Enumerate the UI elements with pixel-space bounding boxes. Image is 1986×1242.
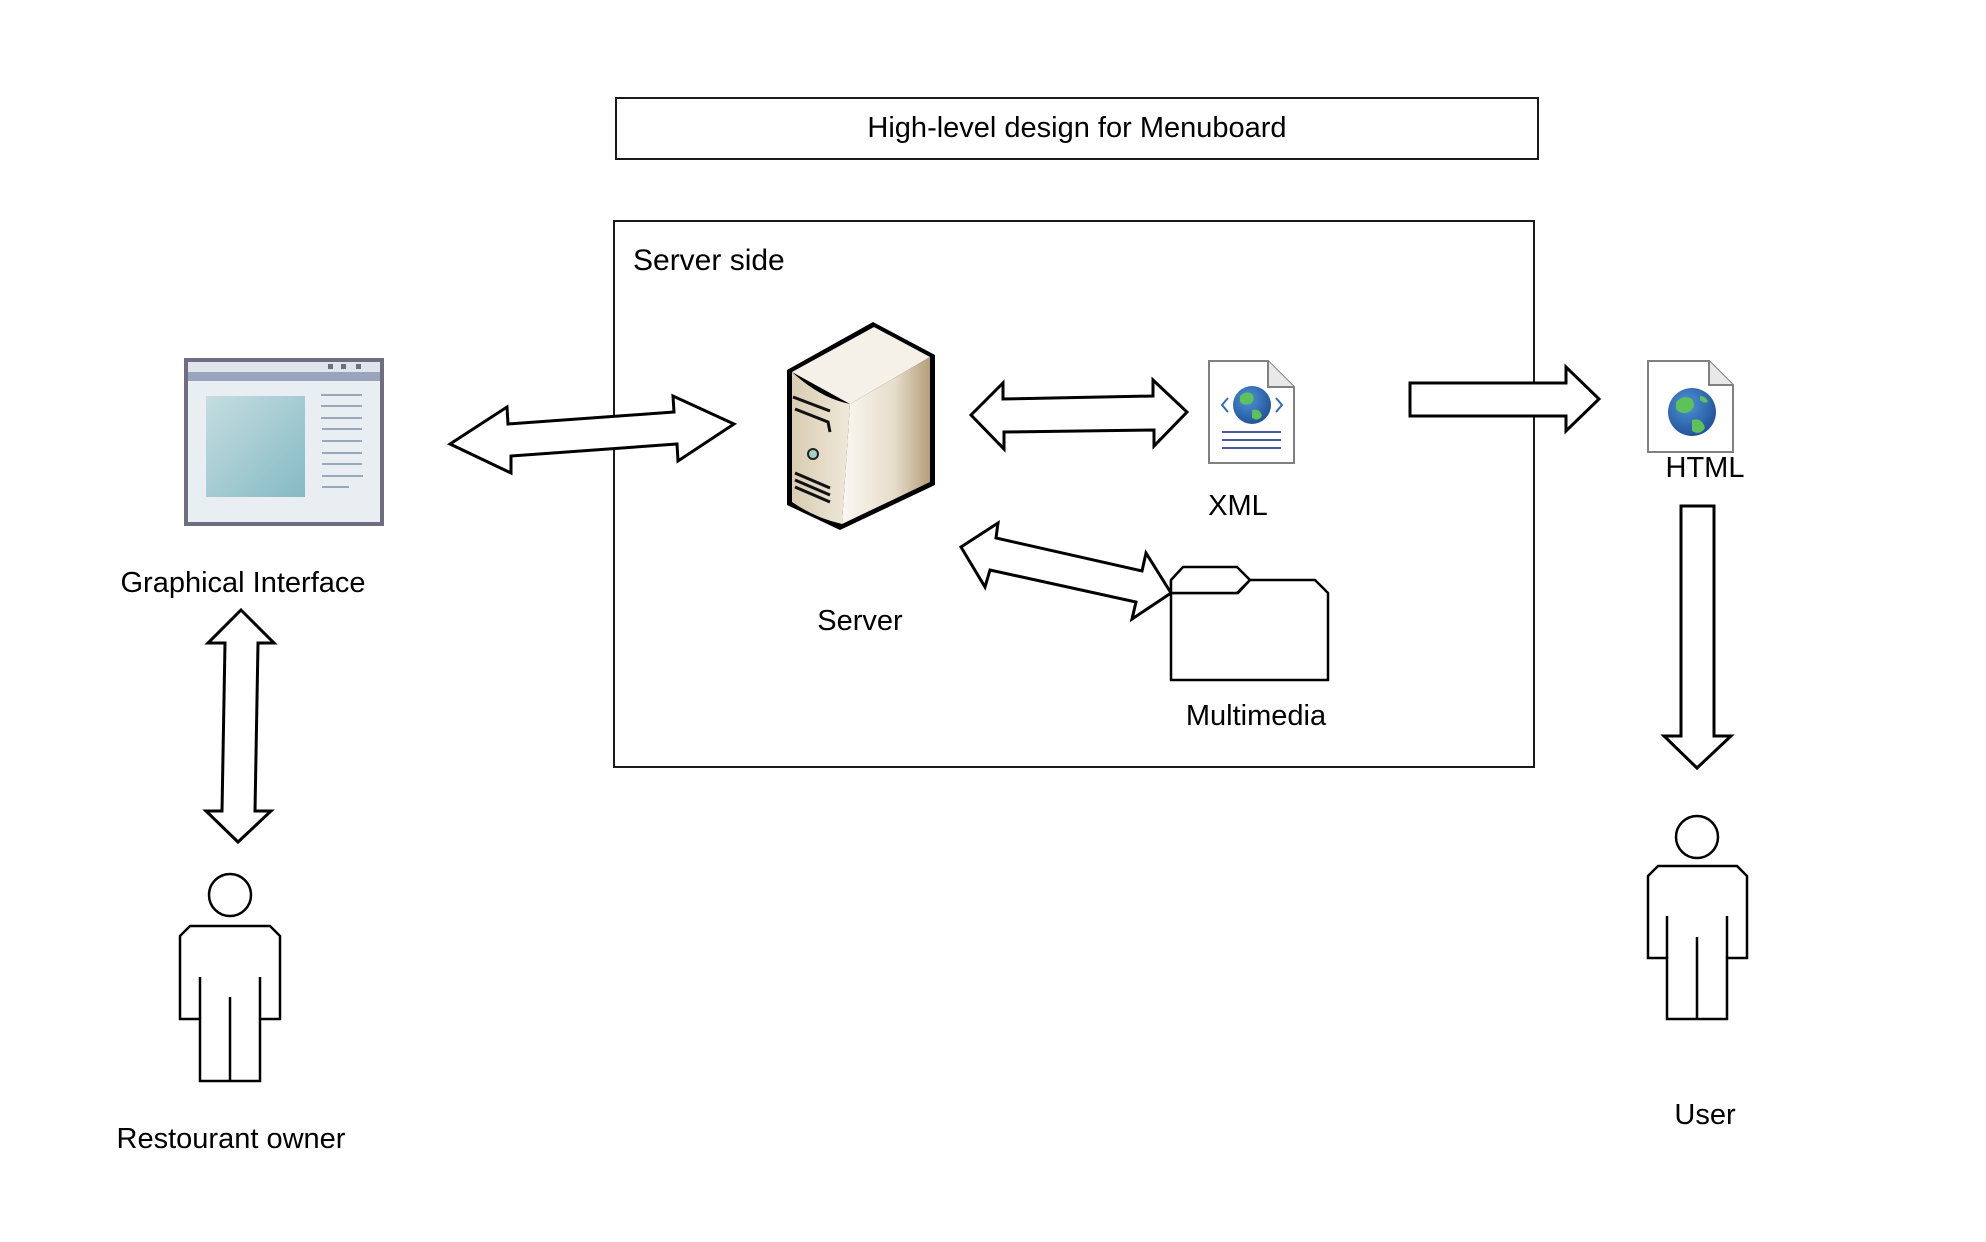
folder-icon (1169, 565, 1330, 682)
arrow-gui-server (446, 393, 738, 476)
xml-document-icon (1208, 360, 1295, 464)
arrow-owner-gui (202, 607, 278, 845)
arrow-server-xml (968, 376, 1190, 453)
multimedia-label: Multimedia (1185, 700, 1327, 732)
user-label: User (1674, 1099, 1736, 1131)
xml-label: XML (1208, 490, 1268, 522)
person-icon-user (1646, 814, 1749, 1021)
html-document-icon (1647, 360, 1734, 453)
server-label: Server (817, 605, 903, 637)
html-label: HTML (1665, 452, 1745, 484)
server-side-label: Server side (633, 244, 785, 277)
graphical-interface-label: Graphical Interface (120, 567, 366, 599)
arrow-html-to-user (1660, 504, 1735, 771)
server-side-container: Server side (613, 220, 1535, 768)
window-icon (184, 358, 384, 526)
server-tower-icon (787, 322, 935, 530)
diagram-title: High-level design for Menuboard (867, 112, 1287, 144)
person-icon-owner (178, 872, 282, 1083)
arrow-server-multimedia (958, 519, 1174, 623)
restaurant-owner-label: Restourant owner (116, 1123, 346, 1155)
diagram-title-box: High-level design for Menuboard (615, 97, 1539, 160)
arrow-xml-to-html (1408, 363, 1602, 435)
